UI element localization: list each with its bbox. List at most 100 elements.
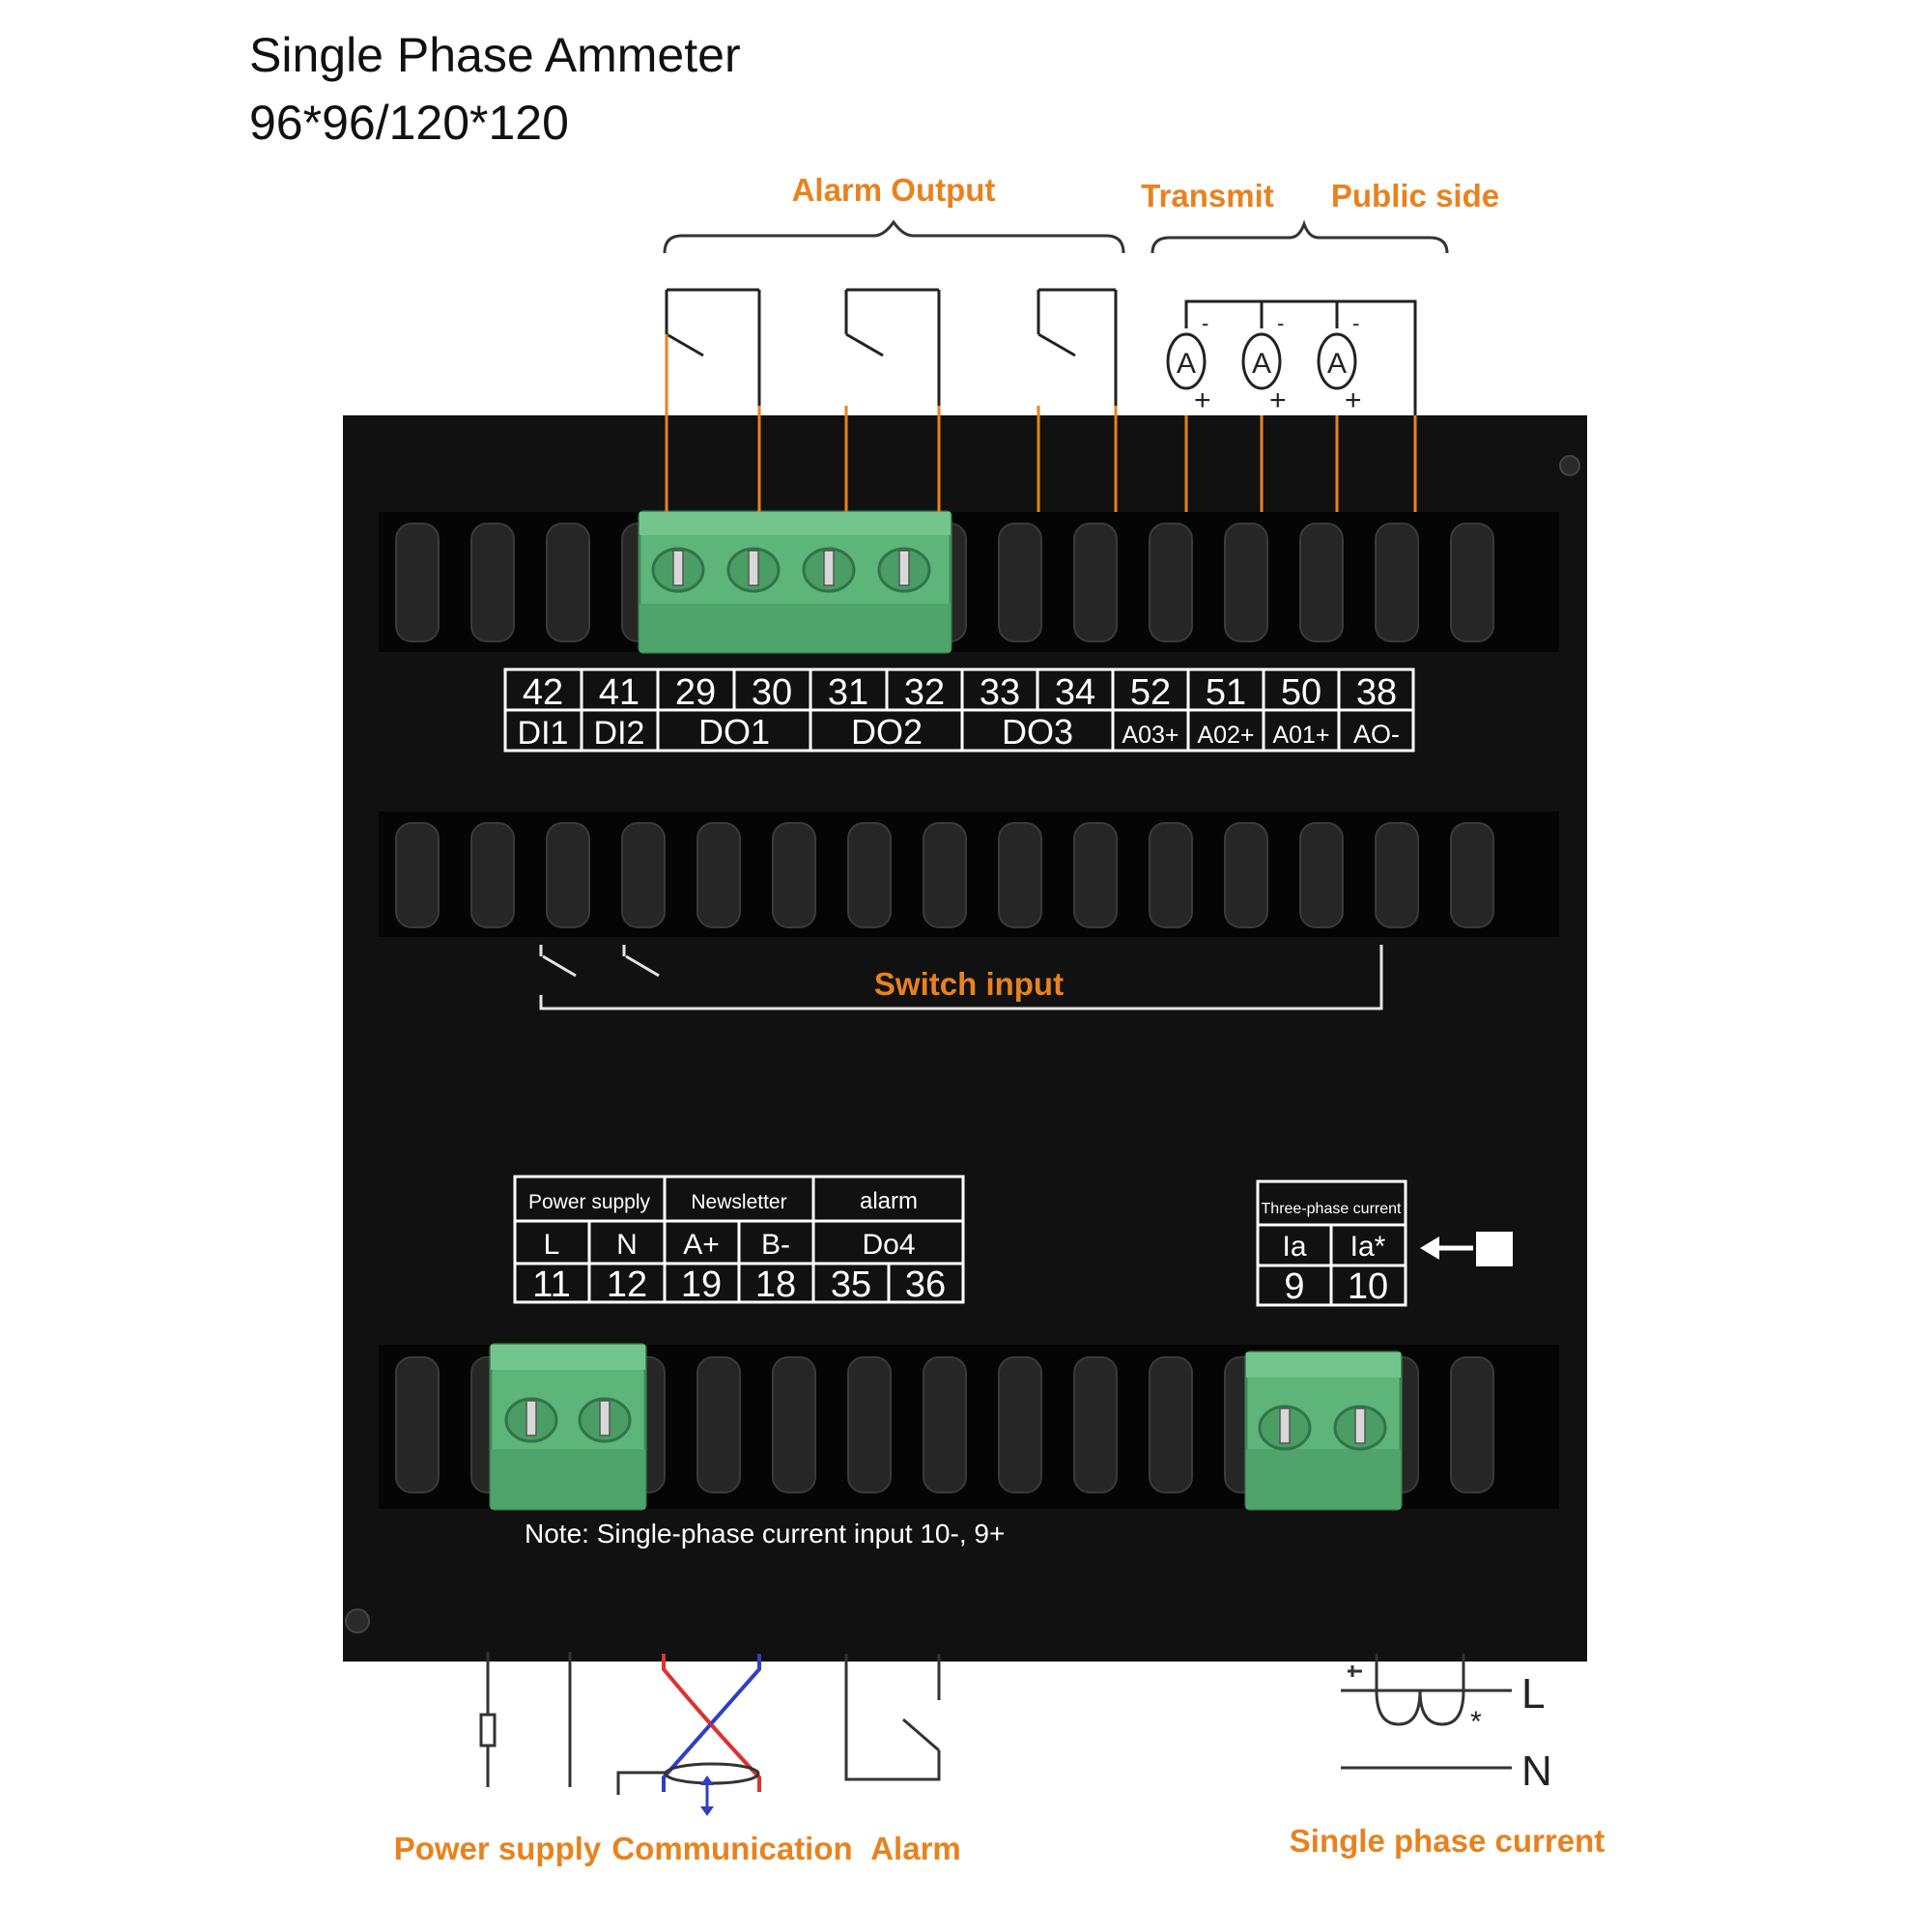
polarity-star: * (1470, 1706, 1482, 1738)
minus-sign: - (1352, 311, 1359, 335)
terminal-slot[interactable] (546, 822, 590, 928)
terminal-number-31: 31 (828, 672, 868, 713)
terminal-slot[interactable] (998, 1356, 1042, 1493)
terminal-slot[interactable] (923, 822, 967, 928)
minus-sign: - (1202, 311, 1208, 335)
line-n-label: N (1521, 1747, 1552, 1795)
bottom-terminal-headers: Power supply Newsletter alarm (528, 1188, 918, 1214)
header-newsletter: Newsletter (691, 1191, 786, 1213)
terminal-slot[interactable] (772, 1356, 816, 1493)
transmit-brace (1151, 219, 1449, 254)
terminal-slot[interactable] (772, 822, 816, 928)
terminal-function-a03-plus: A03+ (1122, 722, 1179, 749)
power-supply-connector[interactable] (489, 1343, 647, 1511)
terminal-slot[interactable] (470, 523, 515, 642)
terminal-slot[interactable] (1149, 523, 1193, 642)
terminal-slot[interactable] (696, 1356, 741, 1493)
function-ia: Ia (1282, 1231, 1306, 1263)
terminal-slot[interactable] (1450, 523, 1494, 642)
terminal-slot[interactable] (1149, 1356, 1193, 1493)
terminal-number-29: 29 (675, 672, 716, 713)
header-power-supply: Power supply (528, 1191, 651, 1213)
function-l: L (544, 1229, 560, 1261)
ammeter-1: A - + (1166, 311, 1211, 416)
terminal-number-9: 9 (1284, 1266, 1304, 1307)
terminal-pin (599, 1400, 611, 1436)
middle-terminal-strip (379, 811, 1559, 937)
ammeter-2: A - + (1241, 311, 1287, 416)
terminal-slot[interactable] (1375, 523, 1419, 642)
terminal-number-18: 18 (755, 1264, 796, 1305)
terminal-slot[interactable] (395, 523, 440, 642)
communication-wiring (616, 1654, 761, 1795)
terminal-number-10: 10 (1348, 1266, 1388, 1307)
terminal-slot[interactable] (1450, 1356, 1494, 1493)
function-a-plus: A+ (683, 1229, 720, 1261)
header-three-phase-current: Three-phase current (1262, 1201, 1403, 1217)
terminal-number-12: 12 (607, 1264, 647, 1305)
alarm-label: Alarm (870, 1831, 961, 1866)
terminal-pin (898, 550, 910, 586)
terminal-pin (1354, 1407, 1366, 1444)
terminal-function-do2: DO2 (851, 712, 923, 752)
terminal-slot[interactable] (1450, 822, 1494, 928)
terminal-number-36: 36 (905, 1264, 946, 1305)
terminal-number-30: 30 (752, 672, 792, 713)
single-phase-current-label: Single phase current (1290, 1823, 1605, 1859)
terminal-number-32: 32 (904, 672, 945, 713)
current-transformer-wiring (1341, 1654, 1512, 1770)
terminal-function-di1: DI1 (518, 715, 569, 752)
terminal-slot[interactable] (923, 1356, 967, 1493)
communication-label: Communication (611, 1831, 852, 1866)
terminal-slot[interactable] (395, 1356, 440, 1493)
terminal-number-42: 42 (523, 672, 563, 713)
ammeter-symbol: A (1177, 348, 1196, 380)
switch-input-label: Switch input (874, 966, 1064, 1002)
terminal-pin (1279, 1407, 1291, 1444)
transmit-label: Transmit (1141, 178, 1274, 213)
terminal-slot[interactable] (998, 822, 1042, 928)
header-alarm: alarm (860, 1188, 918, 1214)
terminal-slot[interactable] (621, 822, 666, 928)
terminal-number-38: 38 (1356, 672, 1397, 713)
terminal-slot[interactable] (1073, 822, 1118, 928)
alarm-output-connector[interactable] (638, 510, 952, 654)
terminal-number-51: 51 (1206, 672, 1246, 713)
terminal-slot[interactable] (1224, 523, 1268, 642)
ammeter-3: A - + (1317, 311, 1362, 416)
terminal-pin (672, 550, 684, 586)
terminal-pin (748, 550, 759, 586)
wiring-note: Note: Single-phase current input 10-, 9+ (525, 1519, 1005, 1548)
terminal-slot[interactable] (546, 523, 590, 642)
terminal-pin (823, 550, 835, 586)
terminal-number-35: 35 (831, 1264, 871, 1305)
current-input-connector[interactable] (1244, 1350, 1403, 1511)
ammeter-symbol: A (1252, 348, 1271, 380)
terminal-slot[interactable] (847, 1356, 892, 1493)
terminal-slot[interactable] (696, 822, 741, 928)
top-terminal-strip (379, 512, 1559, 652)
mounting-hole-bottom-left (345, 1608, 370, 1634)
terminal-number-34: 34 (1055, 672, 1095, 713)
terminal-slot[interactable] (847, 822, 892, 928)
terminal-slot[interactable] (1224, 822, 1268, 928)
transmit-common-bus (1184, 299, 1417, 415)
top-terminal-functions: DI1 DI2 DO1 DO2 DO3 A03+ A02+ A01+ AO- (518, 712, 1400, 752)
alarm-output-orange-wires (665, 406, 1118, 512)
terminal-slot[interactable] (998, 523, 1042, 642)
shield-arrow-icon (700, 1776, 714, 1816)
terminal-function-do1: DO1 (698, 712, 770, 752)
terminal-slot[interactable] (1375, 822, 1419, 928)
terminal-slot[interactable] (1299, 822, 1344, 928)
terminal-slot[interactable] (1299, 523, 1344, 642)
terminal-slot[interactable] (1073, 523, 1118, 642)
terminal-slot[interactable] (1073, 1356, 1118, 1493)
plus-sign: + (1194, 384, 1211, 416)
function-b-minus: B- (761, 1229, 790, 1261)
terminal-slot[interactable] (1149, 822, 1193, 928)
terminal-slot[interactable] (395, 822, 440, 928)
function-ia-star: Ia* (1350, 1231, 1386, 1263)
terminal-number-11: 11 (532, 1264, 570, 1305)
switch-input-wiring (539, 945, 1383, 1010)
terminal-slot[interactable] (470, 822, 515, 928)
